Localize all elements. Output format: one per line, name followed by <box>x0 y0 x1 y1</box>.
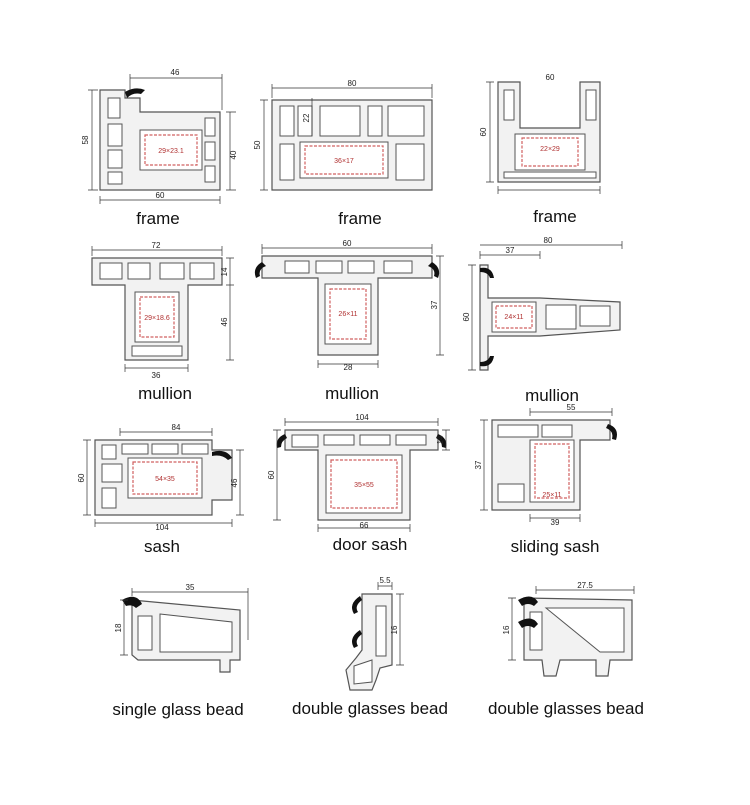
dimension-label: 27.5 <box>577 581 593 590</box>
dimension-label: 84 <box>172 423 181 432</box>
dimension-label: 14 <box>436 435 445 444</box>
profile-frame-3 <box>486 81 601 194</box>
steel-insert-size-label: 29×18.6 <box>144 315 170 322</box>
dimension-label: 60 <box>343 239 352 248</box>
profile-sliding-sash <box>480 408 617 522</box>
dimension-label: 66 <box>360 521 369 530</box>
caption-frame-1: frame <box>136 209 180 228</box>
caption-double-glasses-bead-2: double glasses bead <box>488 699 644 718</box>
dimension-label: 60 <box>479 127 488 136</box>
dimension-label: 60 <box>546 73 555 82</box>
dimension-label: 104 <box>355 413 369 422</box>
steel-insert-size-label: 22×29 <box>540 146 560 153</box>
caption-mullion-3: mullion <box>525 386 579 405</box>
dimension-label: 80 <box>544 236 553 245</box>
caption-double-glasses-bead-1: double glasses bead <box>292 699 448 718</box>
steel-insert-size-label: 35×55 <box>354 482 374 489</box>
dimension-label: 22 <box>302 113 311 122</box>
steel-insert-size-label: 54×35 <box>155 476 175 483</box>
profile-mullion-3 <box>468 241 623 371</box>
dimension-label: 60 <box>156 191 165 200</box>
dimension-label: 5.5 <box>379 576 391 585</box>
dimension-label: 60 <box>267 470 276 479</box>
dimension-label: 80 <box>348 79 357 88</box>
dimension-label: 28 <box>344 363 353 372</box>
dimension-label: 14 <box>220 267 229 276</box>
dimension-label: 46 <box>230 478 239 487</box>
dimension-label: 35 <box>186 583 195 592</box>
profile-door-sash <box>273 418 450 532</box>
caption-door-sash: door sash <box>332 535 408 554</box>
dimension-label: 37 <box>430 300 439 309</box>
dimension-label: 18 <box>114 623 123 632</box>
profile-single-glass-bead <box>120 588 249 673</box>
dimension-label: 37 <box>506 246 515 255</box>
dimension-label: 104 <box>155 523 169 532</box>
steel-insert-size-label: 36×17 <box>334 158 354 165</box>
dimension-label: 46 <box>220 317 229 326</box>
dimension-label: 60 <box>77 473 86 482</box>
caption-frame-2: frame <box>338 209 382 228</box>
steel-insert-size-label: 24×11 <box>504 314 523 321</box>
dimension-label: 36 <box>152 371 161 380</box>
dimension-label: 50 <box>253 140 262 149</box>
caption-single-glass-bead: single glass bead <box>112 700 244 719</box>
dimension-label: 46 <box>171 68 180 77</box>
profile-frame-2 <box>260 84 433 191</box>
caption-sash: sash <box>144 537 180 556</box>
caption-mullion-1: mullion <box>138 384 192 403</box>
caption-frame-3: frame <box>533 207 577 226</box>
profile-mullion-2 <box>254 244 444 368</box>
caption-sliding-sash: sliding sash <box>510 537 600 556</box>
dimension-label: 16 <box>390 625 399 634</box>
steel-insert-size-label: 29×23.1 <box>158 148 184 155</box>
steel-insert-size-label: 25×11 <box>542 492 561 499</box>
dimension-label: 55 <box>567 403 576 412</box>
dimension-label: 58 <box>81 135 90 144</box>
profile-sash <box>83 428 244 527</box>
dimension-label: 72 <box>152 241 161 250</box>
dimension-label: 60 <box>462 312 471 321</box>
profile-double-glasses-bead-1 <box>345 582 404 691</box>
dimension-label: 40 <box>229 150 238 159</box>
steel-insert-size-label: 26×11 <box>338 311 357 318</box>
profile-frame-1 <box>88 74 236 204</box>
profile-mullion-1 <box>91 246 234 372</box>
dimension-label: 39 <box>551 518 560 527</box>
dimension-label: 37 <box>474 460 483 469</box>
dimension-label: 16 <box>502 625 511 634</box>
profile-double-glasses-bead-2 <box>508 586 635 677</box>
caption-mullion-2: mullion <box>325 384 379 403</box>
